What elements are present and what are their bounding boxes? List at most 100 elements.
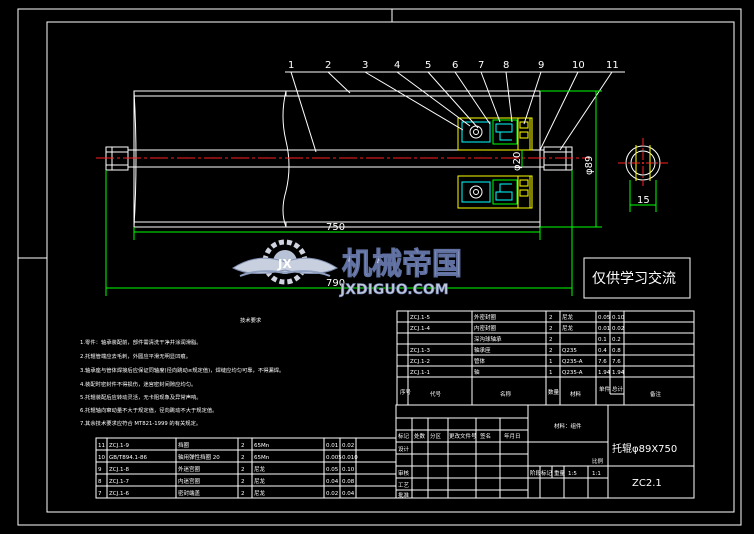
balloon-1: 1	[288, 60, 294, 71]
parts_upper-w1: 0.05	[598, 315, 611, 321]
parts_lower-w2: 0.04	[342, 491, 355, 497]
tb-row-3: 更改文件号	[449, 432, 477, 440]
parts_upper-w2: 7.6	[612, 359, 621, 365]
parts_lower-w2: 0.10	[342, 467, 355, 473]
watermark-stamp: 仅供学习交流	[592, 270, 676, 287]
tb-role-0: 设计	[398, 445, 410, 453]
dim-shaft-dia: φ20	[512, 152, 523, 171]
tb-row-0: 标记	[398, 432, 410, 440]
parts_upper-name: 内密封圈	[474, 324, 497, 332]
tb-row-2: 分区	[430, 432, 442, 440]
parts_upper-mat: Q235-A	[562, 370, 583, 376]
tb-role-2: 工艺	[398, 482, 410, 489]
parts_lower-mat: 尼龙	[254, 465, 266, 473]
hdr-qty: 数量	[548, 388, 560, 396]
hdr-name: 名称	[500, 390, 512, 398]
parts_lower-w2: 0.010	[342, 455, 358, 461]
parts_lower-code: GB/T894.1-86	[109, 455, 147, 461]
note-1: 1.零件：轴承装配前，部件需清洗干净并涂润滑脂。	[80, 338, 202, 346]
note-2: 2.托辊管端应去毛刺，外圆应平滑无明显凹痕。	[80, 352, 191, 360]
watermark-name: 机械帝国	[342, 247, 462, 282]
parts_lower-code: ZCJ.1-6	[109, 491, 129, 497]
bearing-housing-upper	[457, 117, 533, 151]
balloon-5: 5	[425, 60, 431, 71]
watermark-site: JXDIGUO.COM	[339, 282, 449, 298]
balloon-7: 7	[478, 60, 484, 71]
note-6: 6.托辊轴向窜动量不大于规定值，径向跳动不大于规定值。	[80, 406, 217, 414]
note-7: 7.其余技术要求应符合 MT821-1999 的有关规定。	[80, 419, 201, 427]
parts_upper-name: 深沟球轴承	[474, 335, 502, 343]
parts_lower-qty: 2	[241, 491, 245, 497]
parts_lower-no: 11	[98, 443, 105, 449]
parts_lower-w2: 0.02	[342, 443, 354, 449]
parts_lower-qty: 2	[241, 443, 245, 449]
parts_lower-code: ZCJ.1-7	[109, 479, 129, 485]
parts_upper-w2: 0.10	[612, 315, 625, 321]
note-4: 4.装配时密封件不得损伤，迷宫密封间隙应均匀。	[80, 380, 196, 388]
parts_lower-w1: 0.005	[326, 455, 342, 461]
tb-scale: 1:1	[592, 471, 601, 477]
parts_lower-name: 轴用弹性挡圈 20	[178, 453, 220, 461]
parts_lower-mat: 尼龙	[254, 477, 266, 485]
hdr-w1: 单件	[599, 385, 611, 393]
tb-sheet: 1:5	[568, 471, 577, 477]
parts_upper-qty: 2	[549, 337, 553, 343]
parts_lower-mat: 65Mn	[254, 455, 270, 461]
dim-roller-length: 750	[326, 222, 345, 233]
parts_upper-w2: 0.8	[612, 348, 621, 354]
parts-header: 序号 代号 名称 数量 材料 单件 总计 备注	[400, 385, 662, 398]
parts_upper-name: 外密封圈	[474, 313, 497, 321]
parts_upper-mat: 尼龙	[562, 313, 574, 321]
balloon-8: 8	[503, 60, 509, 71]
parts-table-upper	[396, 310, 695, 406]
parts_lower-qty: 2	[241, 467, 245, 473]
outer-frame	[17, 8, 742, 526]
parts_lower-no: 8	[98, 479, 102, 485]
tb-row-1: 处数	[414, 432, 426, 440]
roller-tube	[133, 90, 541, 228]
parts_upper-name: 轴	[474, 368, 480, 376]
hdr-remark: 备注	[650, 390, 662, 398]
parts_upper-qty: 2	[549, 326, 553, 332]
svg-text:JX: JX	[277, 257, 292, 271]
parts_upper-w2: 1.94	[612, 370, 625, 376]
watermark-logo: JX	[231, 239, 691, 299]
parts_upper-mat: 尼龙	[562, 324, 574, 332]
parts_upper-code: ZCJ.1-5	[410, 315, 430, 321]
dim-roller-dia: φ89	[584, 156, 595, 175]
tb-label-1: 重量	[554, 469, 566, 477]
parts_upper-code: ZCJ.1-1	[410, 370, 430, 376]
parts_upper-w1: 0.01	[598, 326, 610, 332]
title-block	[395, 404, 695, 499]
stamp-box	[583, 257, 691, 299]
parts_lower-qty: 2	[241, 479, 245, 485]
parts_upper-code: ZCJ.1-2	[410, 359, 430, 365]
parts_lower-w1: 0.02	[326, 491, 338, 497]
parts_upper-w1: 0.1	[598, 337, 607, 343]
hdr-code: 代号	[430, 390, 442, 398]
parts_lower-no: 7	[98, 491, 102, 497]
parts_lower-qty: 2	[241, 455, 245, 461]
hdr-w2: 总计	[612, 385, 624, 393]
bearing-housing-lower	[457, 175, 533, 209]
parts_upper-qty: 1	[549, 359, 553, 365]
roller-assembly-view	[96, 71, 625, 296]
balloon-9: 9	[538, 60, 544, 71]
tb-label-2: 比例	[592, 457, 604, 465]
dim-side-width: 15	[637, 195, 650, 206]
tb-row-4: 签名	[480, 432, 491, 440]
parts_lower-w2: 0.08	[342, 479, 355, 485]
dimension-lines	[105, 90, 602, 296]
parts_lower-no: 10	[98, 455, 105, 461]
balloon-6: 6	[452, 60, 458, 71]
parts_lower-code: ZCJ.1-9	[109, 443, 129, 449]
parts_upper-w1: 7.6	[598, 359, 607, 365]
tb-drawing-name: 托辊φ89X750	[612, 442, 677, 455]
parts_upper-w2: 0.02	[612, 326, 624, 332]
parts-table-lower	[95, 437, 397, 499]
balloon-11: 11	[606, 60, 619, 71]
hdr-no: 序号	[400, 388, 412, 396]
tb-drawing-no: ZC2.1	[632, 478, 662, 489]
